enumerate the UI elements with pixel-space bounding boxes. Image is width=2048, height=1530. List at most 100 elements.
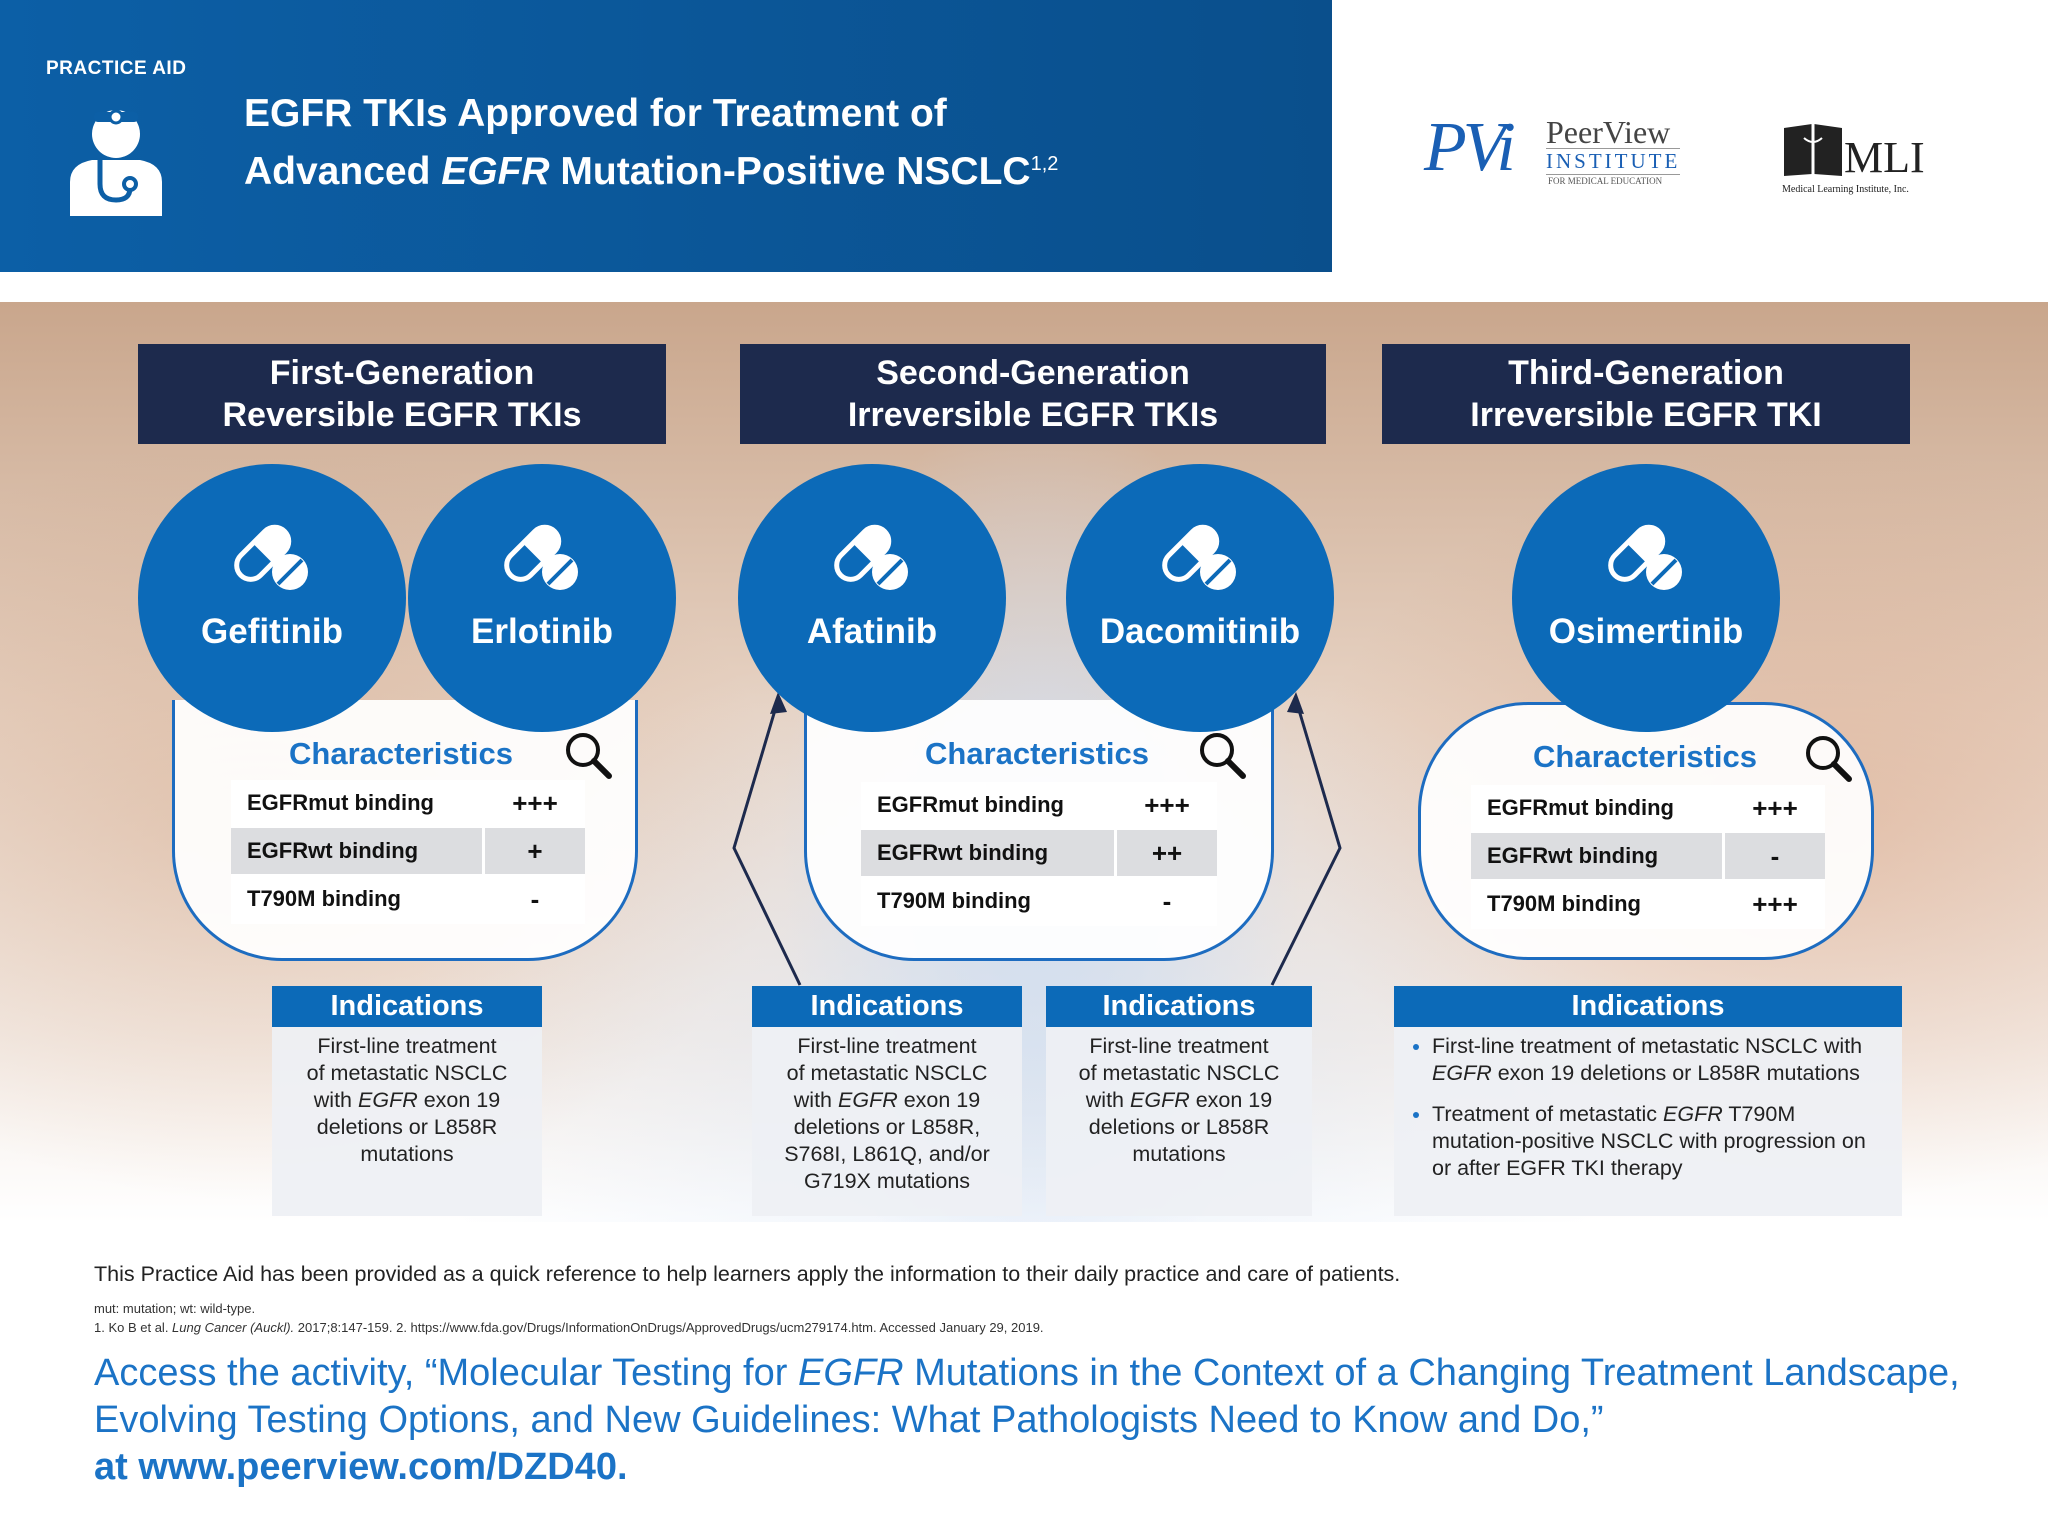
activity-text: Access the activity, “Molecular Testing … — [94, 1352, 798, 1394]
drug-erlotinib: Erlotinib — [408, 464, 676, 732]
indications-header: Indications — [752, 986, 1022, 1027]
abbreviations: mut: mutation; wt: wild-type. — [94, 1301, 256, 1316]
activity-callout: Access the activity, “Molecular Testing … — [94, 1350, 1994, 1491]
drug-name: Osimertinib — [1548, 612, 1744, 651]
pill-icon — [834, 524, 908, 590]
practice-aid-tag: PRACTICE AID — [46, 58, 187, 79]
magnifier-icon — [1200, 733, 1246, 779]
indications-text: First-line treatment of metastatic NSCLC… — [1046, 1027, 1312, 1168]
third-generation-line-2: Irreversible EGFR TKI — [1470, 396, 1822, 434]
indication-line: of metastatic NSCLC — [1078, 1061, 1280, 1085]
table-row: T790M binding- — [231, 875, 585, 924]
indications-text: First-line treatment of metastatic NSCLC… — [752, 1027, 1022, 1195]
practice-aid-note: This Practice Aid has been provided as a… — [94, 1262, 1401, 1286]
third-generation-header: Third-Generation Irreversible EGFR TKI — [1382, 344, 1910, 444]
indication-fragment: with — [313, 1088, 358, 1112]
row-value: +++ — [1722, 880, 1825, 929]
drug-gefitinib: Gefitinib — [138, 464, 406, 732]
third-generation-line-1: Third-Generation — [1508, 354, 1784, 392]
table-row: EGFRmut binding+++ — [231, 780, 585, 828]
reference-journal: Lung Cancer (Auckl). — [172, 1320, 295, 1335]
indication-gene: EGFR — [1130, 1088, 1190, 1112]
indication-line: with EGFR exon 19 — [282, 1087, 532, 1114]
row-label: EGFRmut binding — [231, 780, 484, 828]
table-row: EGFRwt binding++ — [861, 829, 1217, 878]
indications-header: Indications — [1394, 986, 1902, 1027]
activity-link[interactable]: at www.peerview.com/DZD40. — [94, 1446, 628, 1488]
row-value: ++ — [1114, 829, 1217, 878]
page-title: EGFR TKIs Approved for Treatment of Adva… — [244, 88, 1304, 197]
first-generation-header: First-Generation Reversible EGFR TKIs — [138, 344, 666, 444]
magnifier-icon — [566, 733, 612, 779]
pvi-tag: FOR MEDICAL EDUCATION — [1548, 176, 1663, 186]
table-row: EGFRwt binding+ — [231, 827, 585, 876]
afatinib-arrow-head — [770, 692, 787, 714]
mli-name: MLI — [1844, 133, 1925, 182]
indication-fragment: First-line treatment of metastatic NSCLC… — [1432, 1034, 1863, 1058]
row-label: EGFRwt binding — [861, 829, 1116, 878]
row-value: +++ — [1114, 782, 1217, 830]
row-label: T790M binding — [1471, 880, 1724, 929]
indication-line: deletions or L858R — [1088, 1115, 1270, 1139]
osimertinib-indications: Indications First-line treatment of meta… — [1394, 986, 1902, 1216]
table-row: T790M binding+++ — [1471, 880, 1825, 929]
second-generation-line-2: Irreversible EGFR TKIs — [847, 396, 1219, 434]
indication-fragment: exon 19 deletions or L858R mutations — [1491, 1061, 1860, 1085]
title-superscript: 1,2 — [1030, 153, 1059, 175]
pvi-sub: INSTITUTE — [1546, 148, 1681, 175]
references: 1. Ko B et al. Lung Cancer (Auckl). 2017… — [94, 1320, 1044, 1335]
indications-list: First-line treatment of metastatic NSCLC… — [1394, 1027, 1902, 1182]
row-label: EGFRmut binding — [1471, 785, 1724, 833]
row-value: + — [482, 827, 585, 876]
dacomitinib-indications: Indications First-line treatment of meta… — [1046, 986, 1312, 1216]
title-line-2: Advanced EGFR Mutation-Positive NSCLC1,2 — [244, 139, 1304, 197]
characteristics-table: EGFRmut binding+++ EGFRwt binding+ T790M… — [231, 780, 585, 924]
magnifier-icon — [1806, 736, 1852, 782]
pill-icon — [1608, 524, 1682, 590]
title-line-1: EGFR TKIs Approved for Treatment of — [244, 92, 947, 135]
drug-name: Gefitinib — [201, 612, 343, 651]
mli-logo: MLI Medical Learning Institute, Inc. — [1776, 114, 1942, 204]
doctor-icon — [70, 109, 162, 216]
first-generation-line-2: Reversible EGFR TKIs — [222, 396, 582, 434]
characteristics-title: Characteristics — [1533, 739, 1758, 774]
table-row: T790M binding- — [861, 877, 1217, 926]
row-label: EGFRwt binding — [231, 827, 484, 876]
indication-fragment: exon 19 — [417, 1088, 501, 1112]
table-row: EGFRmut binding+++ — [861, 782, 1217, 830]
second-generation-line-1: Second-Generation — [876, 354, 1190, 392]
pill-icon — [234, 524, 308, 590]
pvi-mark: PVi — [1424, 109, 1516, 186]
characteristics-table: EGFRmut binding+++ EGFRwt binding++ T790… — [861, 782, 1217, 926]
afatinib-indications: Indications First-line treatment of meta… — [752, 986, 1022, 1216]
indication-line: First-line treatment — [797, 1034, 977, 1058]
row-value: - — [482, 875, 585, 924]
table-row: EGFRwt binding- — [1471, 832, 1825, 881]
indication-gene: EGFR — [1663, 1102, 1723, 1126]
first-gen-indications: Indications First-line treatment of meta… — [272, 986, 542, 1216]
indication-fragment: exon 19 — [1189, 1088, 1273, 1112]
indication-line: First-line treatment — [1089, 1034, 1269, 1058]
mli-full-name: Medical Learning Institute, Inc. — [1782, 184, 1909, 195]
characteristics-title: Characteristics — [289, 736, 514, 771]
indication-line: of metastatic NSCLC — [306, 1061, 508, 1085]
drug-name: Erlotinib — [471, 612, 613, 651]
first-gen-characteristics: Characteristics EGFRmut binding+++ EGFRw… — [172, 700, 638, 961]
drug-dacomitinib: Dacomitinib — [1066, 464, 1334, 732]
title-line-2-post: Mutation-Positive NSCLC — [549, 150, 1031, 193]
indication-line: First-line treatment — [317, 1034, 497, 1058]
dacomitinib-arrow-head — [1287, 692, 1304, 714]
list-item: First-line treatment of metastatic NSCLC… — [1432, 1033, 1874, 1087]
row-value: - — [1722, 832, 1825, 881]
indication-fragment: with — [793, 1088, 838, 1112]
first-generation-line-1: First-Generation — [269, 354, 535, 392]
indication-line: mutations — [1132, 1142, 1226, 1166]
indications-text: First-line treatment of metastatic NSCLC… — [272, 1027, 542, 1168]
drug-name: Dacomitinib — [1099, 612, 1301, 651]
activity-gene: EGFR — [797, 1352, 904, 1394]
title-line-2-em: EGFR — [441, 150, 550, 193]
indication-fragment: exon 19 — [897, 1088, 981, 1112]
indication-line: deletions or L858R, — [793, 1115, 981, 1139]
pill-icon — [504, 524, 578, 590]
